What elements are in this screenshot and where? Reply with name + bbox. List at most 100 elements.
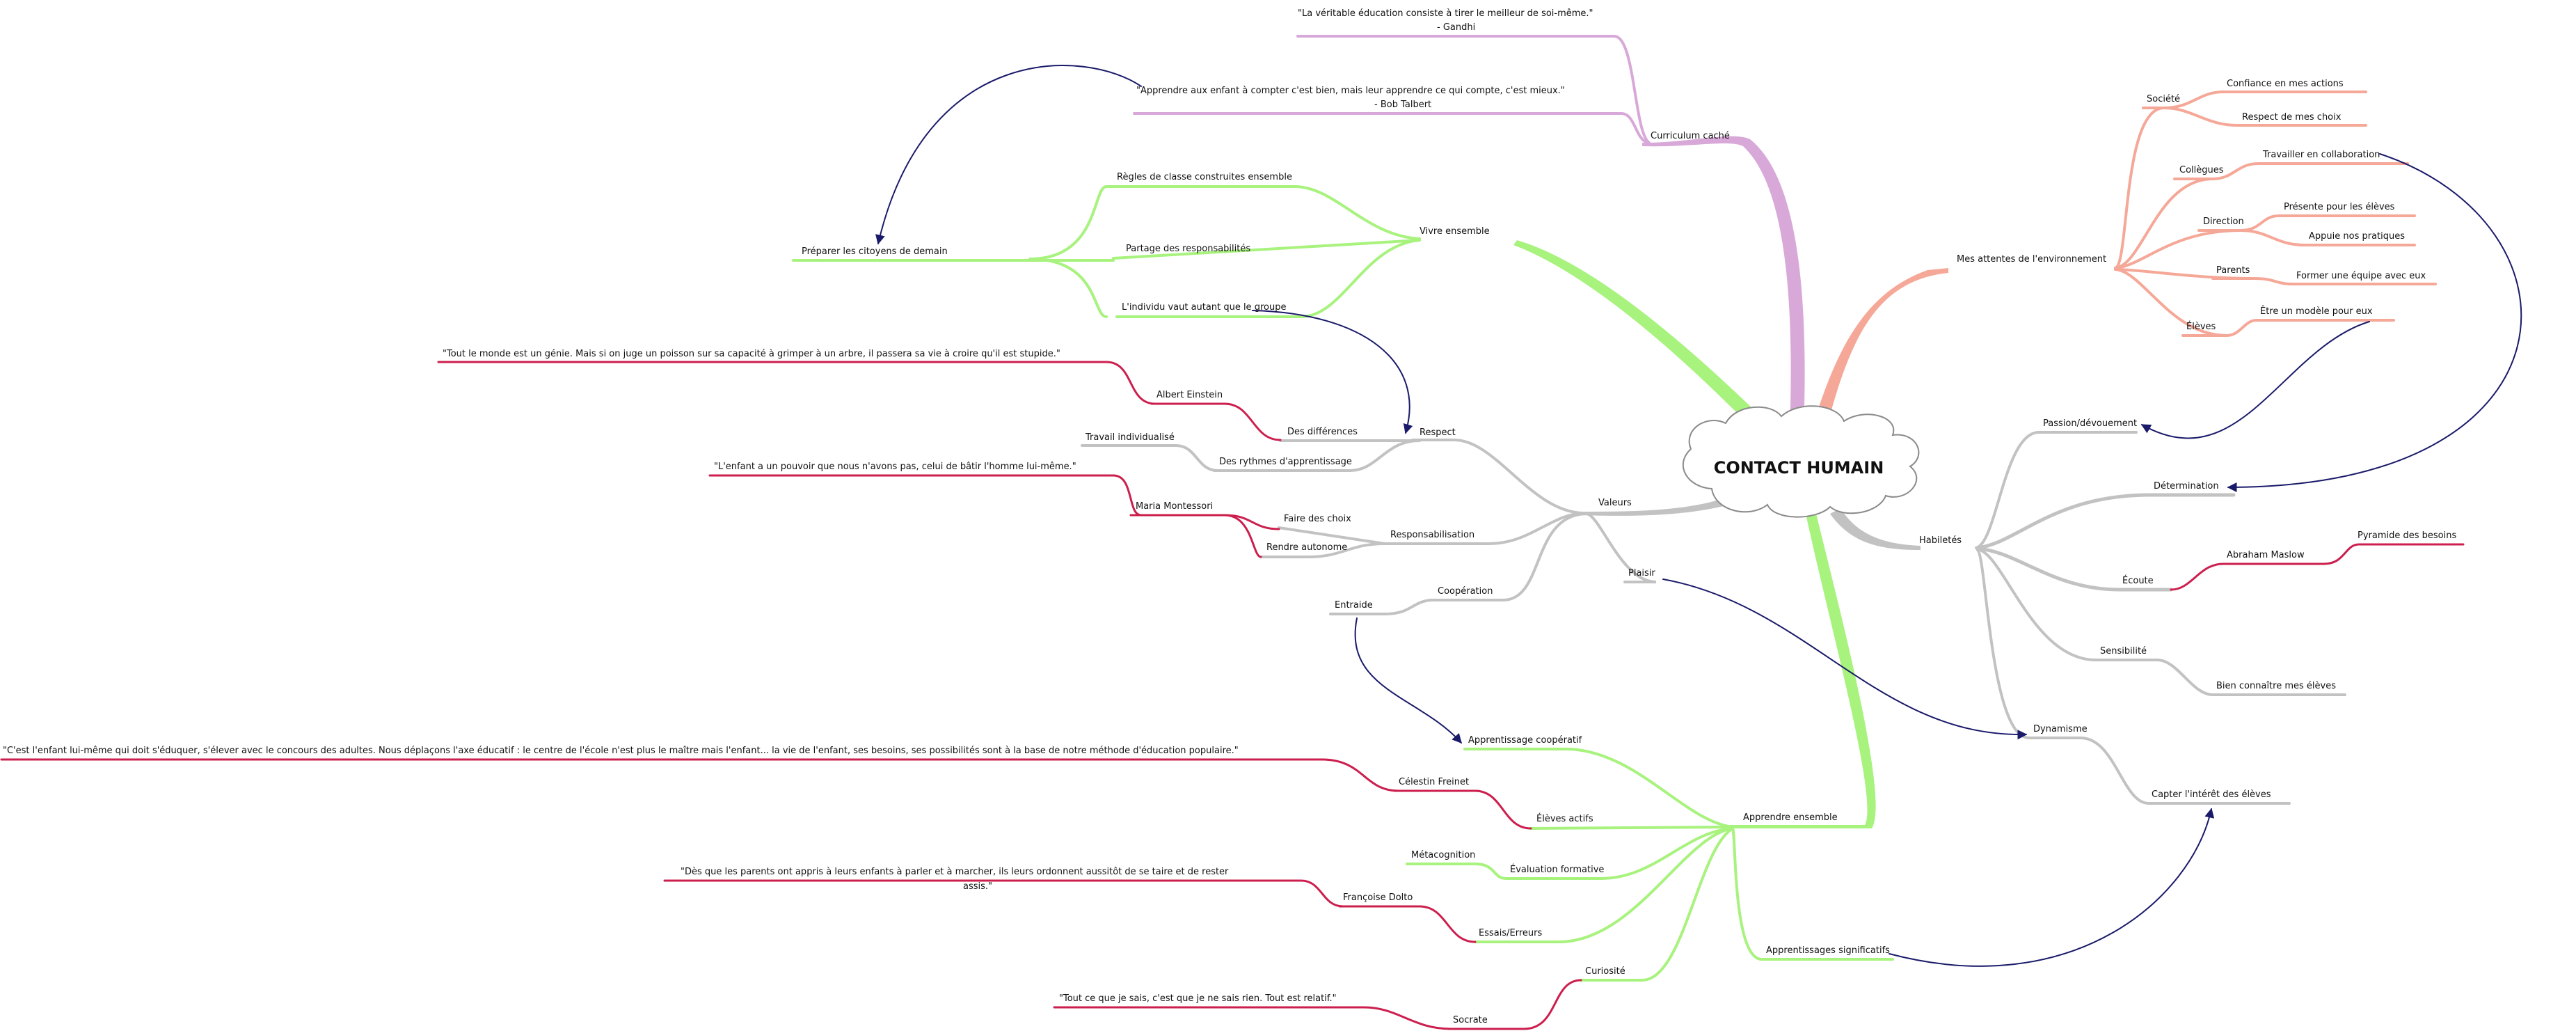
node-individu-groupe[interactable]: L'individu vaut autant que le groupe (1122, 302, 1286, 313)
node-determination[interactable]: Détermination (2154, 481, 2219, 491)
line-dynamisme (1976, 549, 2082, 739)
node-curiosite[interactable]: Curiosité (1585, 966, 1625, 977)
line-dolto (1338, 905, 1477, 943)
line-significatifs (1731, 827, 1894, 961)
quote-talbert-author: - Bob Talbert (1374, 100, 1431, 110)
node-confiance[interactable]: Confiance en mes actions (2227, 79, 2344, 89)
arrow-collaboration-determination (2227, 153, 2522, 492)
node-cooperation[interactable]: Coopération (1438, 586, 1493, 597)
node-partage-responsabilites[interactable]: Partage des responsabilités (1126, 244, 1250, 254)
line-collaboration (2211, 162, 2409, 180)
line-parents (2114, 268, 2255, 280)
node-equipe[interactable]: Former une équipe avec eux (2296, 271, 2426, 281)
quote-gandhi-text: "La véritable éducation consiste à tirer… (1298, 8, 1593, 19)
node-entraide[interactable]: Entraide (1335, 600, 1373, 611)
quote-montessori: "L'enfant a un pouvoir que nous n'avons … (714, 462, 1076, 472)
branch-valeurs (1580, 498, 1729, 516)
node-francoise-dolto[interactable]: Françoise Dolto (1343, 892, 1413, 903)
branch-apprendre (1726, 514, 1876, 828)
line-determination (1975, 493, 2236, 550)
node-plaisir[interactable]: Plaisir (1628, 568, 1655, 579)
line-metacognition (1406, 863, 1508, 880)
node-capter-interet[interactable]: Capter l'intérêt des élèves (2152, 789, 2271, 800)
node-passion[interactable]: Passion/dévouement (2043, 418, 2137, 429)
node-essais-erreurs[interactable]: Essais/Erreurs (1479, 928, 1542, 938)
quote-freinet: "C'est l'enfant lui-même qui doit s'éduq… (3, 746, 1239, 756)
line-presente (2239, 214, 2416, 232)
node-valeurs[interactable]: Valeurs (1598, 498, 1632, 508)
node-appuie-pratiques[interactable]: Appuie nos pratiques (2309, 231, 2405, 242)
line-montessori (1129, 514, 1280, 558)
line-individu (1115, 239, 1421, 318)
line-individualise (1081, 444, 1219, 472)
line-einstein (1150, 402, 1282, 441)
line-collegues (2114, 178, 2213, 269)
branch-attentes (1813, 268, 1948, 428)
arrow-talbert-citoyens (875, 65, 1142, 245)
central-cloud[interactable]: CONTACT HUMAIN (1682, 405, 1920, 518)
node-parents[interactable]: Parents (2216, 265, 2250, 276)
node-maria-montessori[interactable]: Maria Montessori (1136, 501, 1213, 512)
line-modele (2225, 319, 2395, 337)
line-direction (2114, 229, 2241, 269)
node-travail-individualise[interactable]: Travail individualisé (1085, 432, 1175, 443)
node-curriculum-cache[interactable]: Curriculum caché (1651, 131, 1730, 141)
node-dynamisme[interactable]: Dynamisme (2033, 724, 2088, 734)
node-eleves[interactable]: Élèves (2186, 321, 2216, 332)
node-rythmes-apprentissage[interactable]: Des rythmes d'apprentissage (1219, 457, 1352, 467)
node-apprentissage-cooperatif[interactable]: Apprentissage coopératif (1468, 735, 1582, 746)
node-direction[interactable]: Direction (2203, 217, 2244, 227)
quote-dolto-2: assis." (963, 881, 992, 892)
line-citoyens-group (1028, 185, 1115, 318)
node-mes-attentes[interactable]: Mes attentes de l'environnement (1957, 254, 2106, 265)
line-freinet (1393, 789, 1532, 830)
line-choix (1278, 526, 1386, 545)
arrow-entraide-cooperatif (1354, 617, 1462, 744)
line-socrate (1447, 979, 1582, 1030)
node-des-differences[interactable]: Des différences (1287, 427, 1358, 437)
node-connaitre-eleves[interactable]: Bien connaître mes élèves (2216, 681, 2336, 691)
arrow-modele-passion (2140, 321, 2370, 439)
node-metacognition[interactable]: Métacognition (1411, 850, 1475, 860)
quote-einstein: "Tout le monde est un génie. Mais si on … (443, 349, 1060, 359)
node-socrate[interactable]: Socrate (1453, 1015, 1488, 1025)
line-equipe (2253, 277, 2437, 285)
line-actifs (1529, 826, 1734, 830)
node-apprentissages-significatifs[interactable]: Apprentissages significatifs (1766, 945, 1890, 956)
node-labels: Curriculum caché "La véritable éducation… (3, 8, 2456, 1025)
node-abraham-maslow[interactable]: Abraham Maslow (2227, 550, 2305, 560)
line-appuie (2239, 229, 2416, 246)
arrow-significatifs-capter (1889, 808, 2215, 967)
node-pyramide-besoins[interactable]: Pyramide des besoins (2358, 530, 2456, 541)
node-albert-einstein[interactable]: Albert Einstein (1156, 390, 1223, 400)
node-responsabilisation[interactable]: Responsabilisation (1390, 530, 1474, 540)
node-collegues[interactable]: Collègues (2179, 165, 2224, 175)
node-collaboration[interactable]: Travailler en collaboration (2262, 150, 2380, 160)
node-vivre-ensemble[interactable]: Vivre ensemble (1420, 226, 1490, 237)
line-quote-freinet (0, 758, 1400, 792)
node-sensibilite[interactable]: Sensibilité (2100, 646, 2147, 656)
line-cooperation (1432, 512, 1587, 601)
node-respect-choix[interactable]: Respect de mes choix (2242, 112, 2342, 123)
node-ecoute[interactable]: Écoute (2122, 575, 2154, 586)
node-rendre-autonome[interactable]: Rendre autonome (1266, 542, 1347, 553)
branch-habiletes (1830, 508, 1921, 550)
node-apprendre-ensemble[interactable]: Apprendre ensemble (1743, 812, 1838, 823)
node-eleves-actifs[interactable]: Élèves actifs (1536, 813, 1593, 824)
node-celestin-freinet[interactable]: Célestin Freinet (1399, 777, 1469, 787)
node-preparer-citoyens[interactable]: Préparer les citoyens de demain (802, 246, 948, 257)
arrow-individu-respect (1252, 310, 1413, 434)
node-societe[interactable]: Société (2147, 94, 2180, 104)
node-faire-des-choix[interactable]: Faire des choix (1284, 514, 1351, 524)
node-modele[interactable]: Être un modèle pour eux (2260, 306, 2373, 317)
line-capter (2079, 737, 2291, 805)
line-partage (1112, 239, 1421, 260)
line-ecoute (1975, 546, 2173, 592)
line-quote-einstein (437, 361, 1156, 405)
node-presente-eleves[interactable]: Présente pour les élèves (2284, 202, 2395, 212)
node-habiletes[interactable]: Habiletés (1919, 535, 1962, 546)
node-respect[interactable]: Respect (1420, 427, 1456, 438)
node-regles-de-classe[interactable]: Règles de classe construites ensemble (1117, 172, 1292, 182)
node-evaluation-formative[interactable]: Évaluation formative (1510, 864, 1604, 875)
line-responsabilisation (1383, 512, 1587, 545)
